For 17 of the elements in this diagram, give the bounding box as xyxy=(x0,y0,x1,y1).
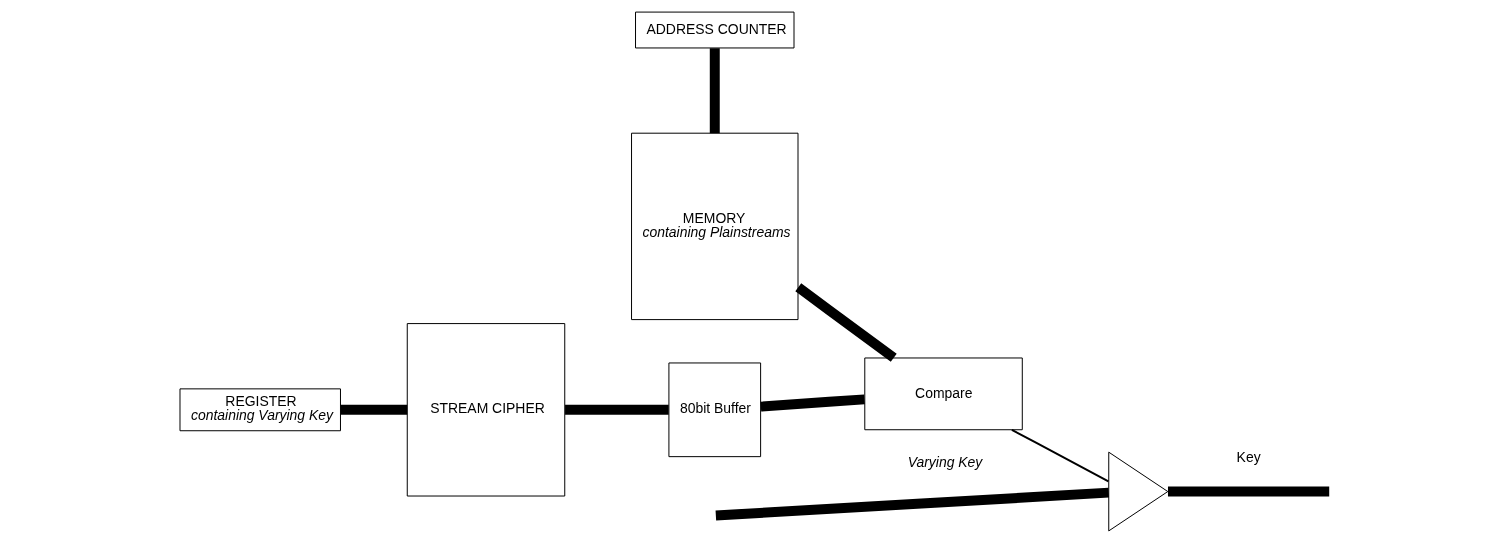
node-box: 80bit Buffer xyxy=(667,362,761,458)
node-box: REGISTER containing Varying Key xyxy=(179,388,341,432)
node-box: STREAM CIPHER xyxy=(406,323,565,497)
connector xyxy=(715,487,1109,521)
connector xyxy=(709,48,720,134)
node-box: Compare xyxy=(863,357,1023,431)
connector xyxy=(1010,428,1109,483)
node-box: MEMORY containing Plainstreams xyxy=(630,132,798,321)
connector xyxy=(794,283,897,362)
connector xyxy=(564,404,669,415)
node-triangle xyxy=(1107,451,1168,532)
connector xyxy=(340,404,407,415)
node-box: ADDRESS COUNTER xyxy=(634,11,794,49)
edge-label: Key xyxy=(1236,449,1261,466)
connector xyxy=(1167,486,1329,497)
edge-label: Varying Key xyxy=(907,454,982,471)
connector xyxy=(760,394,865,412)
